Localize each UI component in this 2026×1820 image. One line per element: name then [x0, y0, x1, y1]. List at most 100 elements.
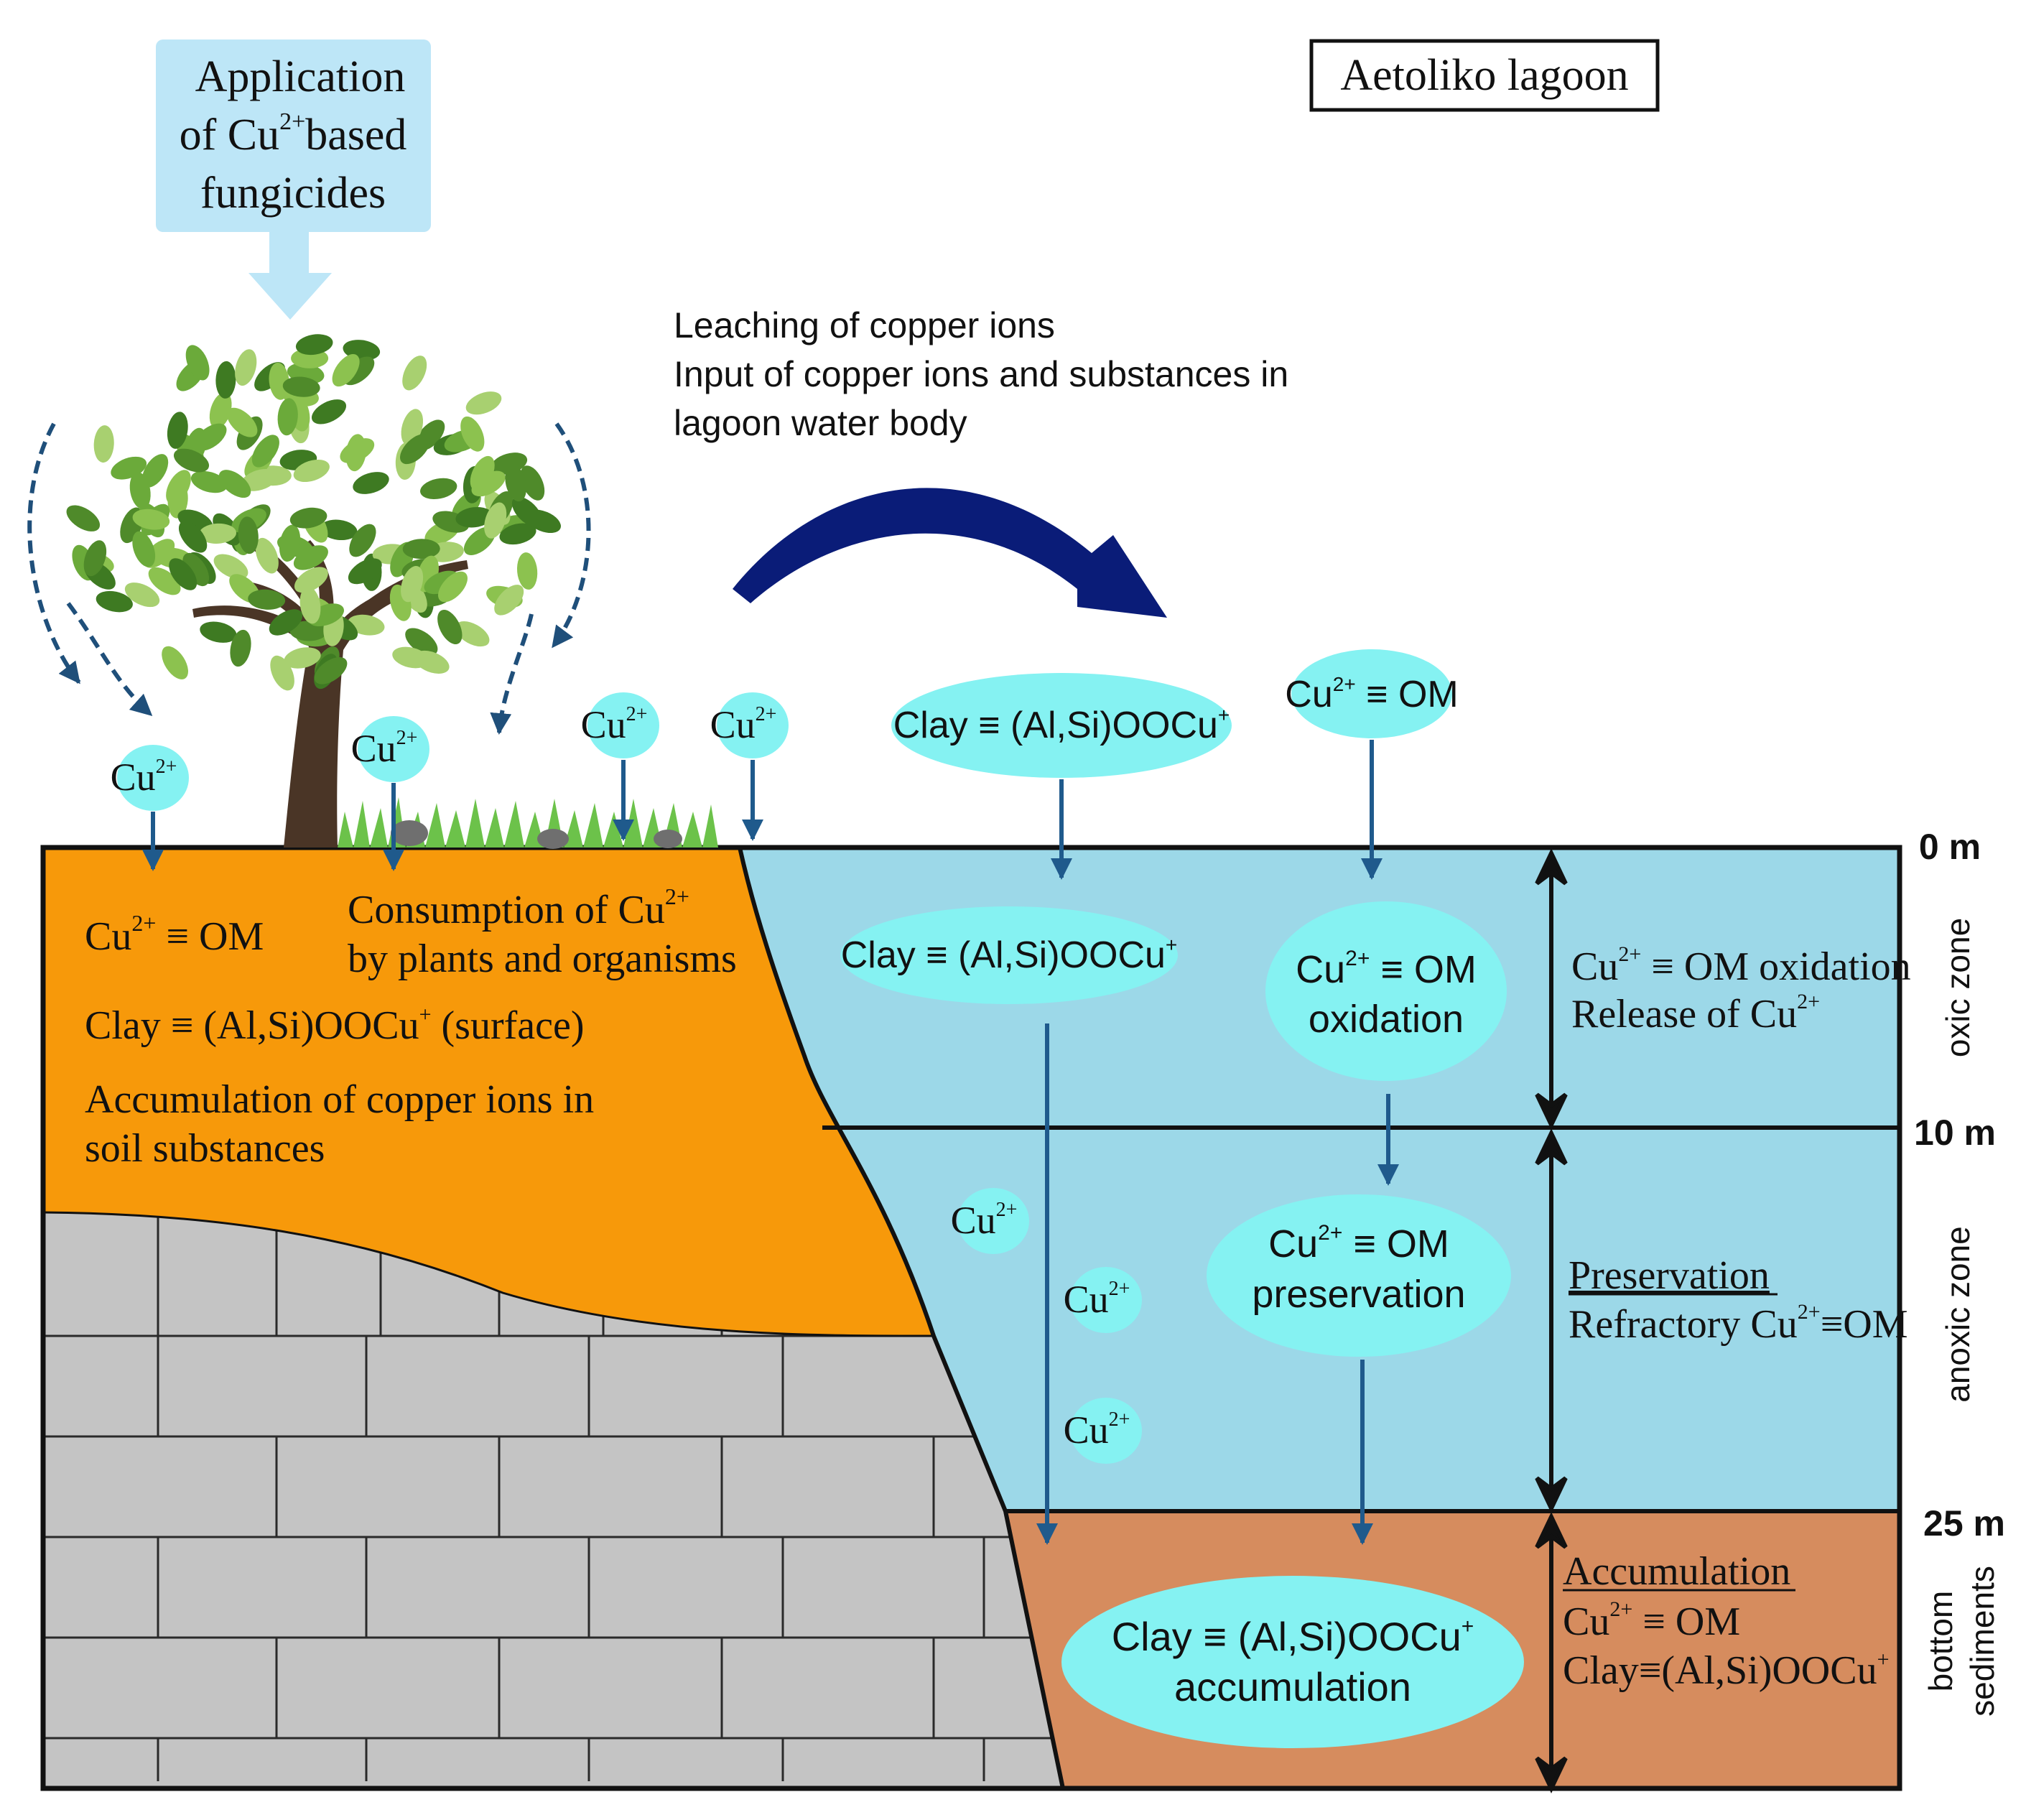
tree-leaf — [405, 628, 438, 656]
tree-leaf — [294, 567, 328, 593]
svg-text:Cu2+ ≡ OM: Cu2+ ≡ OM — [1268, 1221, 1449, 1266]
tree-leaf — [455, 506, 493, 528]
anoxic-zone-notes: Preservation Refractory Cu2+≡OM — [1569, 1253, 1908, 1347]
tree-leaf — [401, 565, 424, 603]
cu-ion-bubble: Cu2+ — [710, 692, 789, 758]
tree-leaf — [173, 448, 210, 473]
tree-leaf — [400, 434, 430, 465]
cu-ion-bubble: Cu2+ — [1064, 1398, 1142, 1464]
tree-leaf — [66, 505, 101, 531]
depth-label-25: 25 m — [1923, 1503, 2005, 1543]
tree-leaf — [499, 523, 536, 545]
tree-leaf — [209, 392, 232, 429]
sediment-note-clay: Clay≡(Al,Si)OOCu+ — [1563, 1648, 1890, 1693]
depth-bracket-arrows — [1535, 848, 1568, 1793]
tree-leaf — [83, 540, 107, 577]
tree-leaf — [311, 399, 347, 424]
sediment-accumulation-bubble: Clay ≡ (Al,Si)OOCu+ accumulation — [1061, 1576, 1524, 1748]
oxic-note-line-2: Release of Cu2+ — [1571, 990, 1820, 1036]
tree-leaf — [148, 567, 181, 595]
leaching-line-2: Input of copper ions and substances in — [674, 354, 1288, 394]
tree-leaf — [484, 502, 507, 539]
leaching-line-3: lagoon water body — [674, 403, 967, 443]
tree-leaf — [124, 582, 160, 608]
soil-consumption-line-2: by plants and organisms — [348, 937, 737, 981]
zone-labels: oxic zone anoxic zone bottom sediments — [1922, 918, 2001, 1717]
tree-leaf — [215, 361, 236, 399]
olive-tree-icon — [66, 334, 561, 848]
tree-leaf — [269, 362, 289, 400]
tree-leaf — [129, 472, 151, 509]
leaching-annotation: Leaching of copper ions Input of copper … — [674, 305, 1288, 618]
sediment-note-title: Accumulation — [1563, 1549, 1790, 1594]
tree-leaf — [213, 554, 248, 580]
diagram-frame — [40, 845, 1902, 1791]
soil-clay-complex: Clay ≡ (Al,Si)OOCu+ (surface) — [85, 1003, 584, 1048]
svg-text:Cu2+: Cu2+ — [111, 756, 177, 799]
preservation-bubble: Cu2+ ≡ OM preservation — [1207, 1194, 1511, 1357]
tree-leaf — [255, 537, 279, 574]
tree-leaf — [169, 558, 198, 590]
zone-label-bottom-line-2: sediments — [1964, 1566, 2001, 1717]
tree-leaf — [348, 558, 382, 585]
svg-text:Clay ≡ (Al,Si)OOCu+: Clay ≡ (Al,Si)OOCu+ — [841, 934, 1178, 976]
tree-leaf — [402, 539, 440, 560]
tree-leaf — [167, 480, 188, 519]
cu-ion-bubble: Cu2+ — [951, 1188, 1029, 1254]
surface-copper-inputs: Cu2+ Cu2+ Cu2+ Cu2+ Clay ≡ (Al,Si)OOCu+ … — [111, 649, 1459, 880]
bedrock-layer — [43, 1212, 1063, 1788]
tree-leaf — [284, 647, 321, 669]
anoxic-note-title: Preservation — [1569, 1253, 1770, 1298]
tree-leaf — [349, 524, 376, 557]
tree-leaf — [167, 412, 188, 449]
svg-text:oxidation: oxidation — [1309, 998, 1464, 1041]
tree-leaf — [238, 516, 259, 554]
application-line-3: fungicides — [200, 169, 386, 218]
tree-leaf — [162, 646, 188, 679]
oxic-clay-bubble: Clay ≡ (Al,Si)OOCu+ — [840, 906, 1178, 1004]
tree-leaf — [194, 423, 227, 451]
soil-annotations: Cu2+ ≡ OM Consumption of Cu2+ by plants … — [85, 883, 737, 1171]
tree-leaf — [340, 438, 375, 463]
tree-leaf — [438, 571, 468, 603]
grass-patch — [338, 797, 718, 849]
tree-leaf — [392, 646, 429, 669]
tree-leaf — [182, 552, 210, 587]
tree-leaf — [235, 349, 257, 386]
tree-leaf — [218, 470, 251, 498]
tree-leaf — [93, 425, 114, 463]
tree-leaf — [470, 455, 495, 491]
tree-leaf — [293, 545, 328, 570]
cu-ion-bubble: Cu2+ — [1064, 1267, 1142, 1333]
tree-leaf — [185, 345, 210, 381]
leaching-arrow — [733, 488, 1167, 618]
tree-leaf — [520, 465, 545, 501]
tree-leaf — [353, 472, 389, 494]
oxic-note-line-1: Cu2+ ≡ OM oxidation — [1571, 942, 1911, 989]
tree-leaf — [516, 552, 538, 590]
svg-text:Cu2+ ≡ OM: Cu2+ ≡ OM — [1296, 947, 1477, 991]
tree-leaf — [199, 523, 236, 544]
depth-label-0: 0 m — [1919, 827, 1981, 867]
svg-text:Cu2+: Cu2+ — [1064, 1278, 1130, 1321]
tree-leaf — [200, 621, 237, 643]
depth-label-10: 10 m — [1914, 1113, 1996, 1153]
tree-leaf — [226, 407, 258, 437]
application-arrow — [248, 230, 332, 320]
tree-leaf — [277, 398, 298, 436]
svg-text:Cu2+: Cu2+ — [710, 703, 777, 746]
tree-leaf — [190, 470, 228, 493]
water-cu-ions: Cu2+ Cu2+ Cu2+ — [951, 1188, 1142, 1464]
soil-om-complex: Cu2+ ≡ OM — [85, 910, 264, 959]
lagoon-title-box: Aetoliko lagoon — [1309, 39, 1660, 112]
svg-text:preservation: preservation — [1252, 1273, 1465, 1316]
soil-accumulation-line-1: Accumulation of copper ions in — [85, 1077, 594, 1122]
application-line-2: of Cu2+based — [180, 108, 407, 159]
tree-leaf — [251, 435, 279, 468]
cu-ion-bubble: Cu2+ — [581, 692, 659, 758]
sediment-notes: Accumulation Cu2+ ≡ OM Clay≡(Al,Si)OOCu+ — [1563, 1549, 1890, 1693]
tree-leaf — [96, 590, 133, 613]
tree-leaf — [282, 376, 320, 397]
